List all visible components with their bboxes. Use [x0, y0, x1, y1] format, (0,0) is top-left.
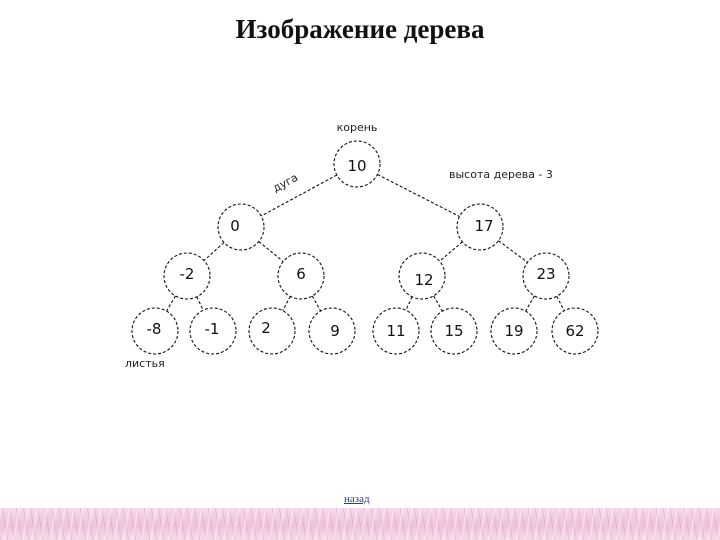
tree-node: 2	[249, 308, 295, 354]
node-value: 23	[536, 265, 555, 283]
tree-node: -8	[132, 308, 178, 354]
tree-node: -2	[164, 253, 210, 299]
node-value: 10	[347, 157, 366, 175]
node-value: 0	[230, 217, 240, 235]
tree-node: 62	[552, 308, 598, 354]
node-circle	[218, 204, 264, 250]
tree-node: 6	[278, 253, 324, 299]
tree-node: 19	[491, 308, 537, 354]
tree-node: 9	[309, 308, 355, 354]
back-link[interactable]: назад	[344, 493, 370, 505]
node-value: -8	[147, 320, 162, 338]
node-value: 9	[330, 322, 340, 340]
edge-n12-n15	[434, 296, 443, 311]
leaves-label: листья	[125, 357, 165, 370]
tree-node: 23	[523, 253, 569, 299]
node-value: 19	[504, 322, 523, 340]
node-circle	[249, 308, 295, 354]
root-label: корень	[337, 121, 378, 134]
arc-label: дуга	[271, 171, 301, 195]
edge-nm2-nm8	[167, 296, 176, 311]
edge-n23-n62	[557, 296, 565, 310]
node-value: -2	[180, 265, 195, 283]
tree-node: 17	[457, 204, 503, 250]
edge-nm2-nm1	[197, 297, 203, 310]
node-value: 11	[386, 322, 405, 340]
node-value: 17	[474, 217, 493, 235]
height-label: высота дерева - 3	[449, 168, 553, 181]
edge-n23-n19	[526, 296, 535, 311]
edge-n0-n6	[259, 242, 283, 262]
footer-decorative-band	[0, 508, 720, 540]
tree-node: 11	[373, 308, 419, 354]
tree-node: 12	[399, 253, 445, 299]
node-value: 62	[565, 322, 584, 340]
tree-node: 0	[218, 204, 264, 250]
edge-n6-n9	[312, 296, 320, 311]
node-value: 6	[296, 265, 306, 283]
node-value: -1	[205, 320, 220, 338]
edge-n0-nm2	[204, 243, 224, 261]
tree-node: -1	[190, 308, 236, 354]
edge-n17-n12	[440, 242, 463, 261]
edge-n12-n11	[406, 297, 412, 310]
edge-n6-n2	[283, 296, 291, 310]
edge-n17-n23	[499, 241, 528, 263]
node-value: 15	[444, 322, 463, 340]
node-value: 2	[261, 319, 271, 337]
node-value: 12	[414, 271, 433, 289]
tree-node: 10	[334, 141, 380, 187]
edge-n10-n17	[378, 175, 460, 217]
tree-node: 15	[431, 308, 477, 354]
